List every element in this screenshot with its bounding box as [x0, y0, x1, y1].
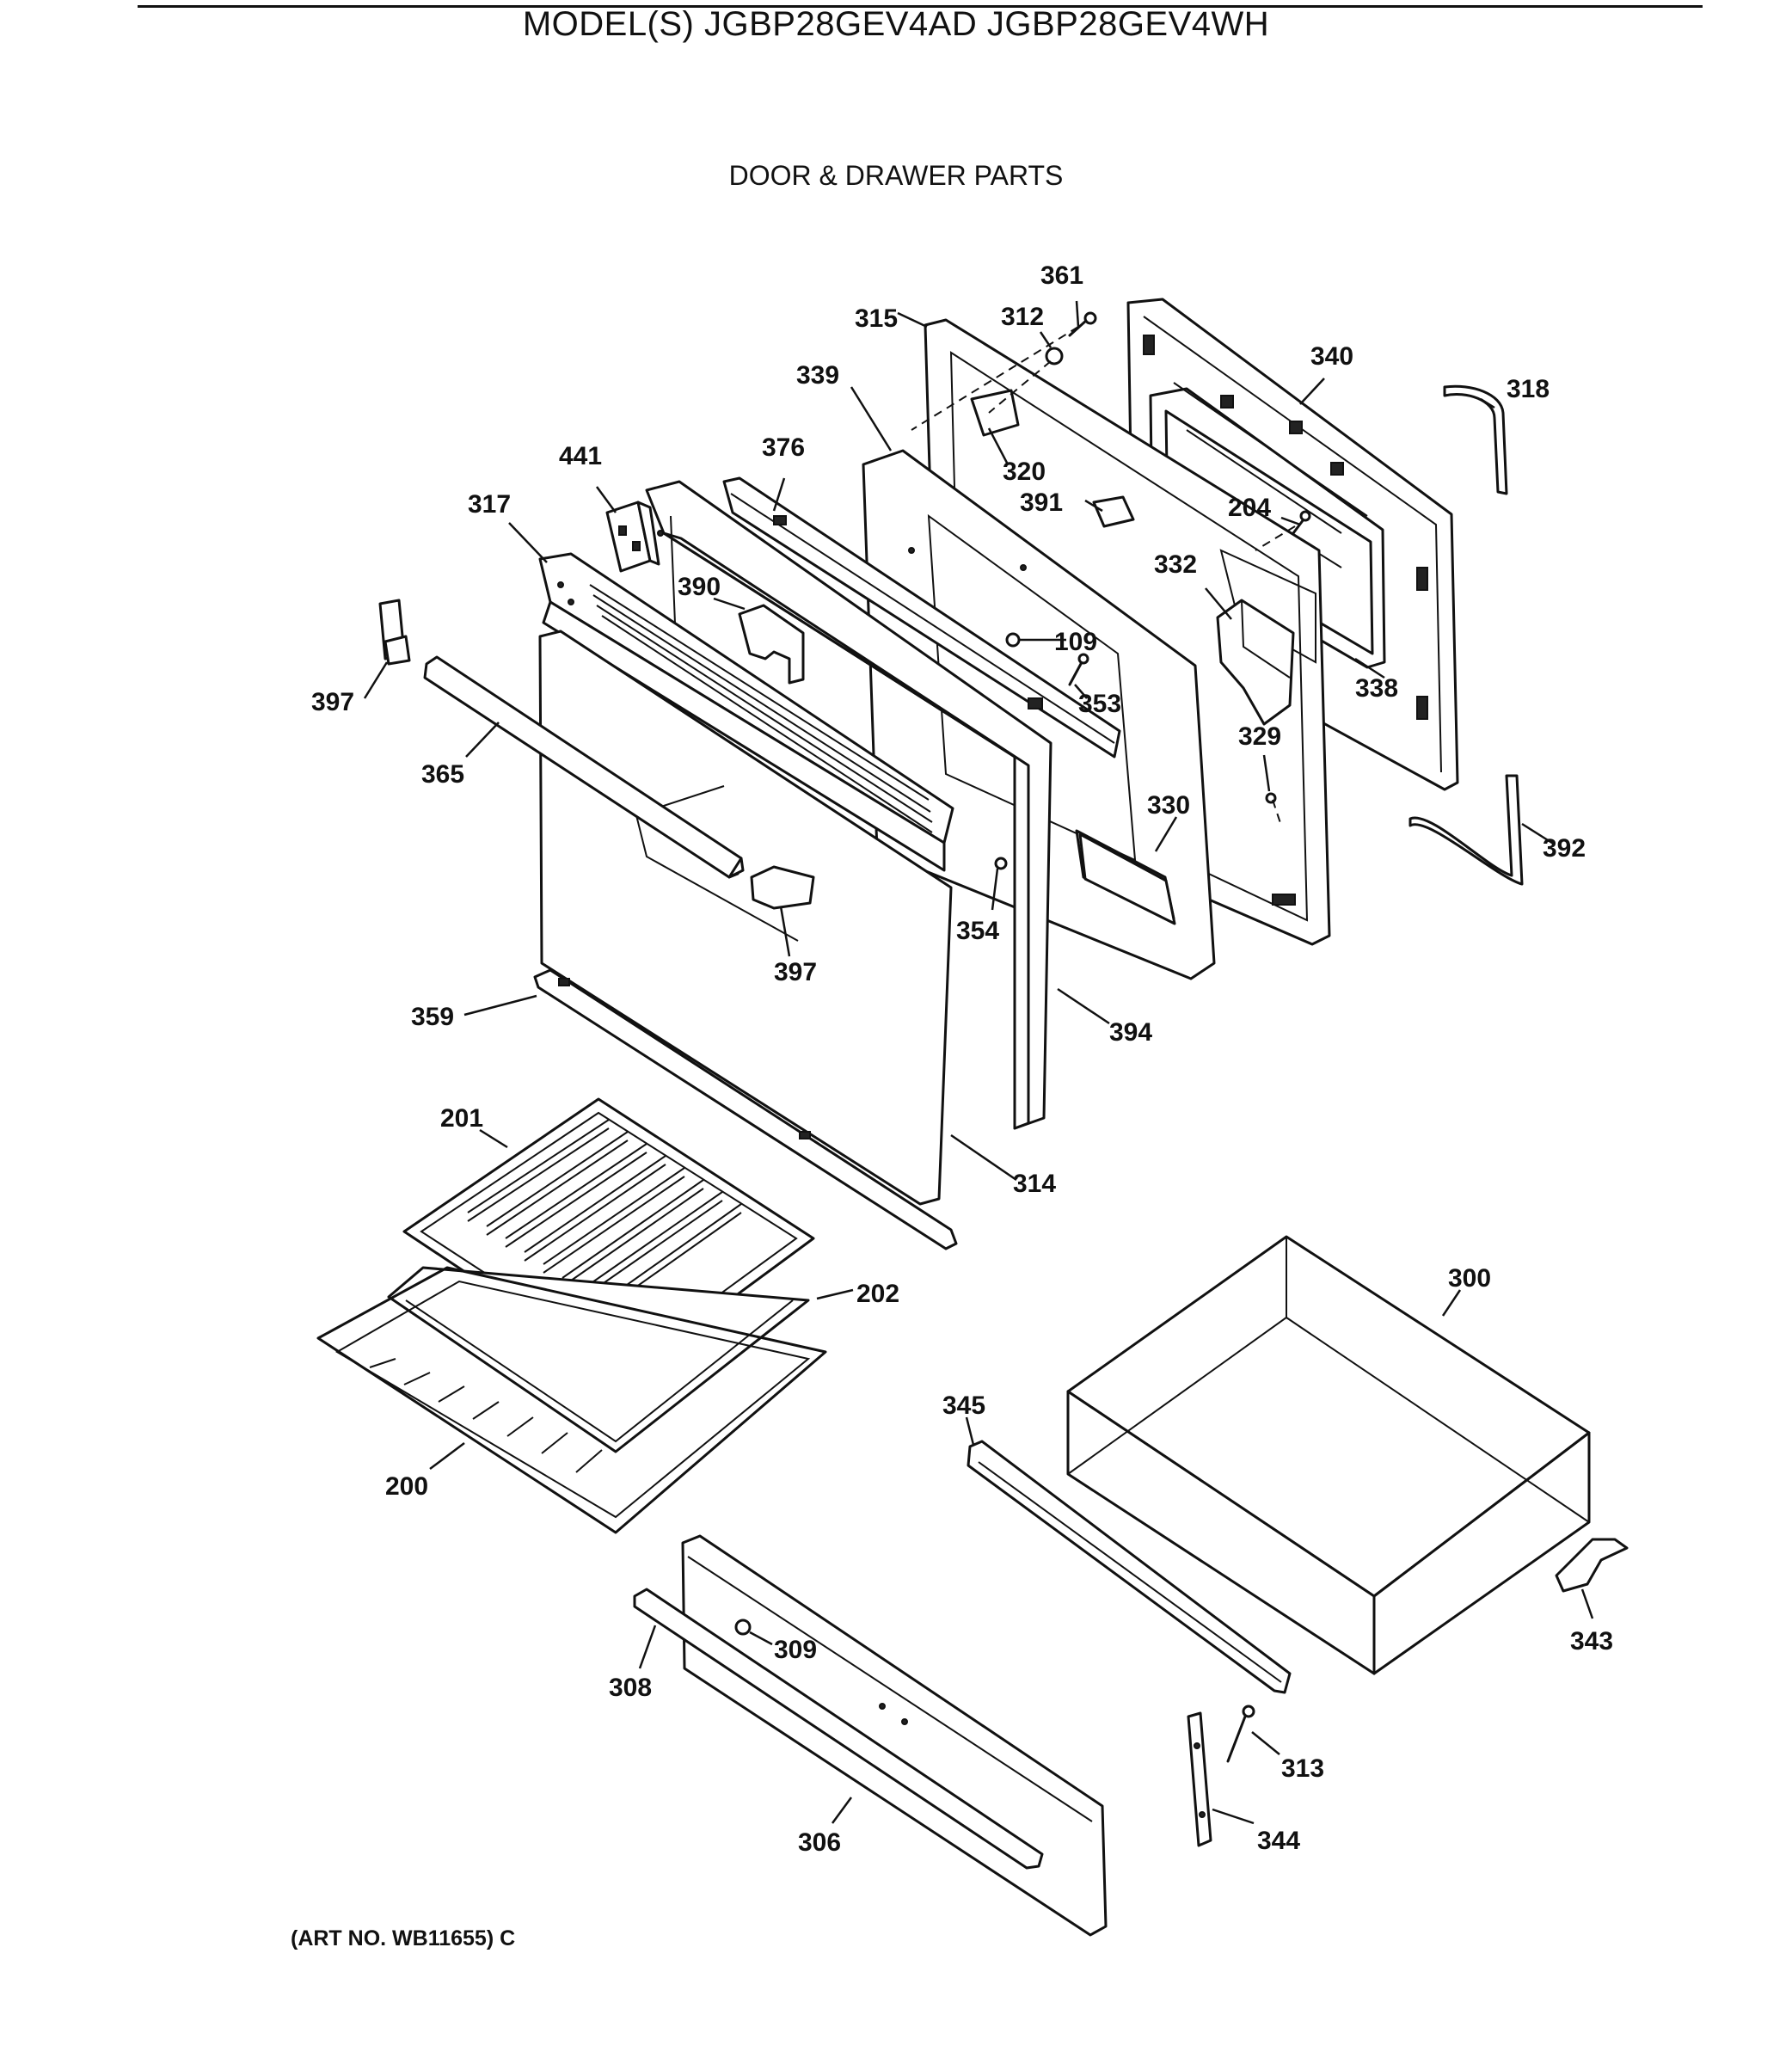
callout-318: 318	[1507, 375, 1550, 403]
callout-315: 315	[855, 304, 898, 333]
part-376-door-trim	[722, 476, 1121, 759]
part-365-handle	[423, 655, 745, 879]
callout-354: 354	[956, 917, 999, 945]
callout-313: 313	[1281, 1754, 1324, 1783]
part-313-screw	[1226, 1705, 1255, 1763]
callout-320: 320	[1003, 458, 1046, 486]
callout-343: 343	[1570, 1627, 1613, 1656]
part-332-block	[1216, 599, 1295, 726]
callout-202: 202	[856, 1280, 899, 1308]
part-392-gasket	[1408, 774, 1524, 886]
part-318-gasket	[1443, 384, 1508, 495]
callout-397-left: 397	[311, 688, 354, 716]
part-317-top-trim	[538, 552, 954, 872]
callout-394: 394	[1109, 1018, 1152, 1047]
top-rule	[138, 5, 1703, 8]
part-397-clip-left	[378, 599, 411, 666]
part-343-latch	[1555, 1538, 1629, 1593]
callout-353: 353	[1078, 690, 1121, 718]
callout-339: 339	[796, 361, 839, 390]
part-200-oven-rack	[316, 1266, 827, 1534]
callout-201: 201	[440, 1104, 483, 1133]
part-306-drawer-front	[681, 1534, 1108, 1937]
callout-204: 204	[1228, 494, 1271, 522]
part-361-screw	[1068, 311, 1097, 337]
callout-392: 392	[1543, 834, 1586, 863]
part-312-nut	[1045, 347, 1064, 366]
callout-314: 314	[1013, 1170, 1056, 1198]
part-344-bracket	[1187, 1711, 1212, 1847]
callout-109: 109	[1054, 628, 1097, 656]
model-title: MODEL(S) JGBP28GEV4AD JGBP28GEV4WH	[522, 5, 1270, 43]
part-320-bracket	[970, 389, 1020, 437]
leader-lines	[363, 300, 1594, 1825]
part-359-bottom-trim	[533, 968, 958, 1250]
part-109-nut	[1005, 632, 1021, 648]
callout-317: 317	[468, 490, 511, 519]
part-308-drawer-trim	[633, 1588, 1044, 1870]
callout-330: 330	[1147, 791, 1190, 820]
callout-390: 390	[678, 573, 721, 601]
section-title: DOOR & DRAWER PARTS	[728, 160, 1064, 191]
part-204-screw	[1292, 510, 1311, 535]
callout-312: 312	[1001, 303, 1044, 331]
callout-340: 340	[1310, 342, 1353, 371]
callout-345: 345	[942, 1391, 985, 1420]
part-345-drawer-slide	[967, 1440, 1292, 1694]
callout-359: 359	[411, 1003, 454, 1031]
part-441-hinge	[605, 501, 660, 573]
callout-332: 332	[1154, 550, 1197, 579]
callout-306: 306	[798, 1828, 841, 1857]
callout-309: 309	[774, 1636, 817, 1664]
part-353-screw	[1068, 653, 1089, 686]
callout-338: 338	[1355, 674, 1398, 703]
part-354-screw	[994, 857, 1008, 870]
callout-361: 361	[1040, 261, 1083, 290]
callout-441: 441	[559, 442, 602, 470]
callout-391: 391	[1020, 488, 1063, 517]
callout-376: 376	[762, 433, 805, 462]
part-300-drawer-box	[1066, 1235, 1591, 1675]
part-202-broiler-pan	[387, 1266, 810, 1453]
callout-329: 329	[1238, 722, 1281, 751]
callout-308: 308	[609, 1674, 652, 1702]
callout-397-center: 397	[774, 958, 817, 986]
part-390-vent-bracket	[738, 604, 805, 685]
callout-344: 344	[1257, 1827, 1300, 1855]
part-309-screw	[734, 1619, 752, 1636]
callout-365: 365	[421, 760, 464, 789]
callout-labels: 361 315 312 340 318 339 320 441 376 391 …	[311, 261, 1613, 1857]
callout-200: 200	[385, 1472, 428, 1501]
callout-300: 300	[1448, 1264, 1491, 1293]
part-330-baffle	[1078, 832, 1176, 925]
part-391-label	[1092, 495, 1135, 528]
part-397-clip-center	[750, 865, 815, 910]
art-number: (ART NO. WB11655) C	[291, 1926, 516, 1950]
